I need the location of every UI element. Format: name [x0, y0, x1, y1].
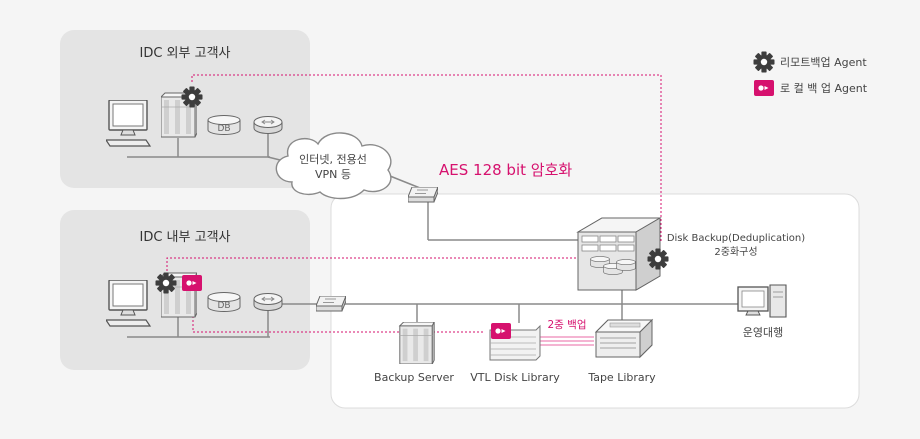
disk-backup-label-line1: Disk Backup(Deduplication): [667, 233, 805, 244]
disk-backup-disk-3-icon: [616, 259, 636, 271]
external-remote-agent-gear-icon: [181, 86, 203, 108]
disk-backup-appliance-icon: [576, 217, 662, 291]
external-db-label: DB: [217, 124, 230, 134]
encryption-label: AES 128 bit 암호화: [439, 161, 572, 179]
external-customer-title: IDC 외부 고객사: [140, 46, 231, 61]
operations-pc-label: 운영대행: [743, 326, 783, 339]
legend-local-agent-icon: [754, 80, 774, 96]
legend-local-agent-label: 로 컬 백 업 Agent: [780, 82, 868, 95]
dual-backup-lines: [540, 336, 594, 346]
vtl-local-agent-icon: [491, 323, 511, 339]
cloud-label-line2: VPN 등: [315, 168, 351, 181]
disk-backup-label-line2: 2중화구성: [714, 246, 757, 258]
internal-customer-title: IDC 내부 고객사: [140, 230, 231, 245]
cloud-label-line1: 인터넷, 전용선: [299, 153, 367, 166]
wan-switch-icon: [408, 187, 438, 203]
external-router-icon: [253, 116, 283, 134]
internal-local-agent-icon: [182, 275, 202, 291]
internal-db-label: DB: [217, 301, 230, 311]
tape-library-label: Tape Library: [587, 371, 656, 384]
tape-library-icon: [594, 318, 654, 359]
network-cloud: [275, 132, 392, 200]
disk-backup-remote-agent-gear-icon: [647, 248, 669, 270]
legend-remote-agent-gear-icon: [753, 51, 775, 73]
dual-backup-label: 2중 백업: [548, 318, 587, 331]
legend-remote-agent-label: 리모트백업 Agent: [780, 56, 867, 69]
backup-server-label: Backup Server: [374, 371, 454, 384]
operations-pc-icon: [737, 284, 787, 318]
backup-server-icon: [399, 322, 435, 364]
lan-switch-icon: [316, 296, 346, 312]
internal-router-icon: [253, 293, 283, 311]
vtl-library-label: VTL Disk Library: [470, 371, 560, 384]
agent-paths: [166, 74, 662, 333]
internal-remote-agent-gear-icon: [155, 272, 177, 294]
